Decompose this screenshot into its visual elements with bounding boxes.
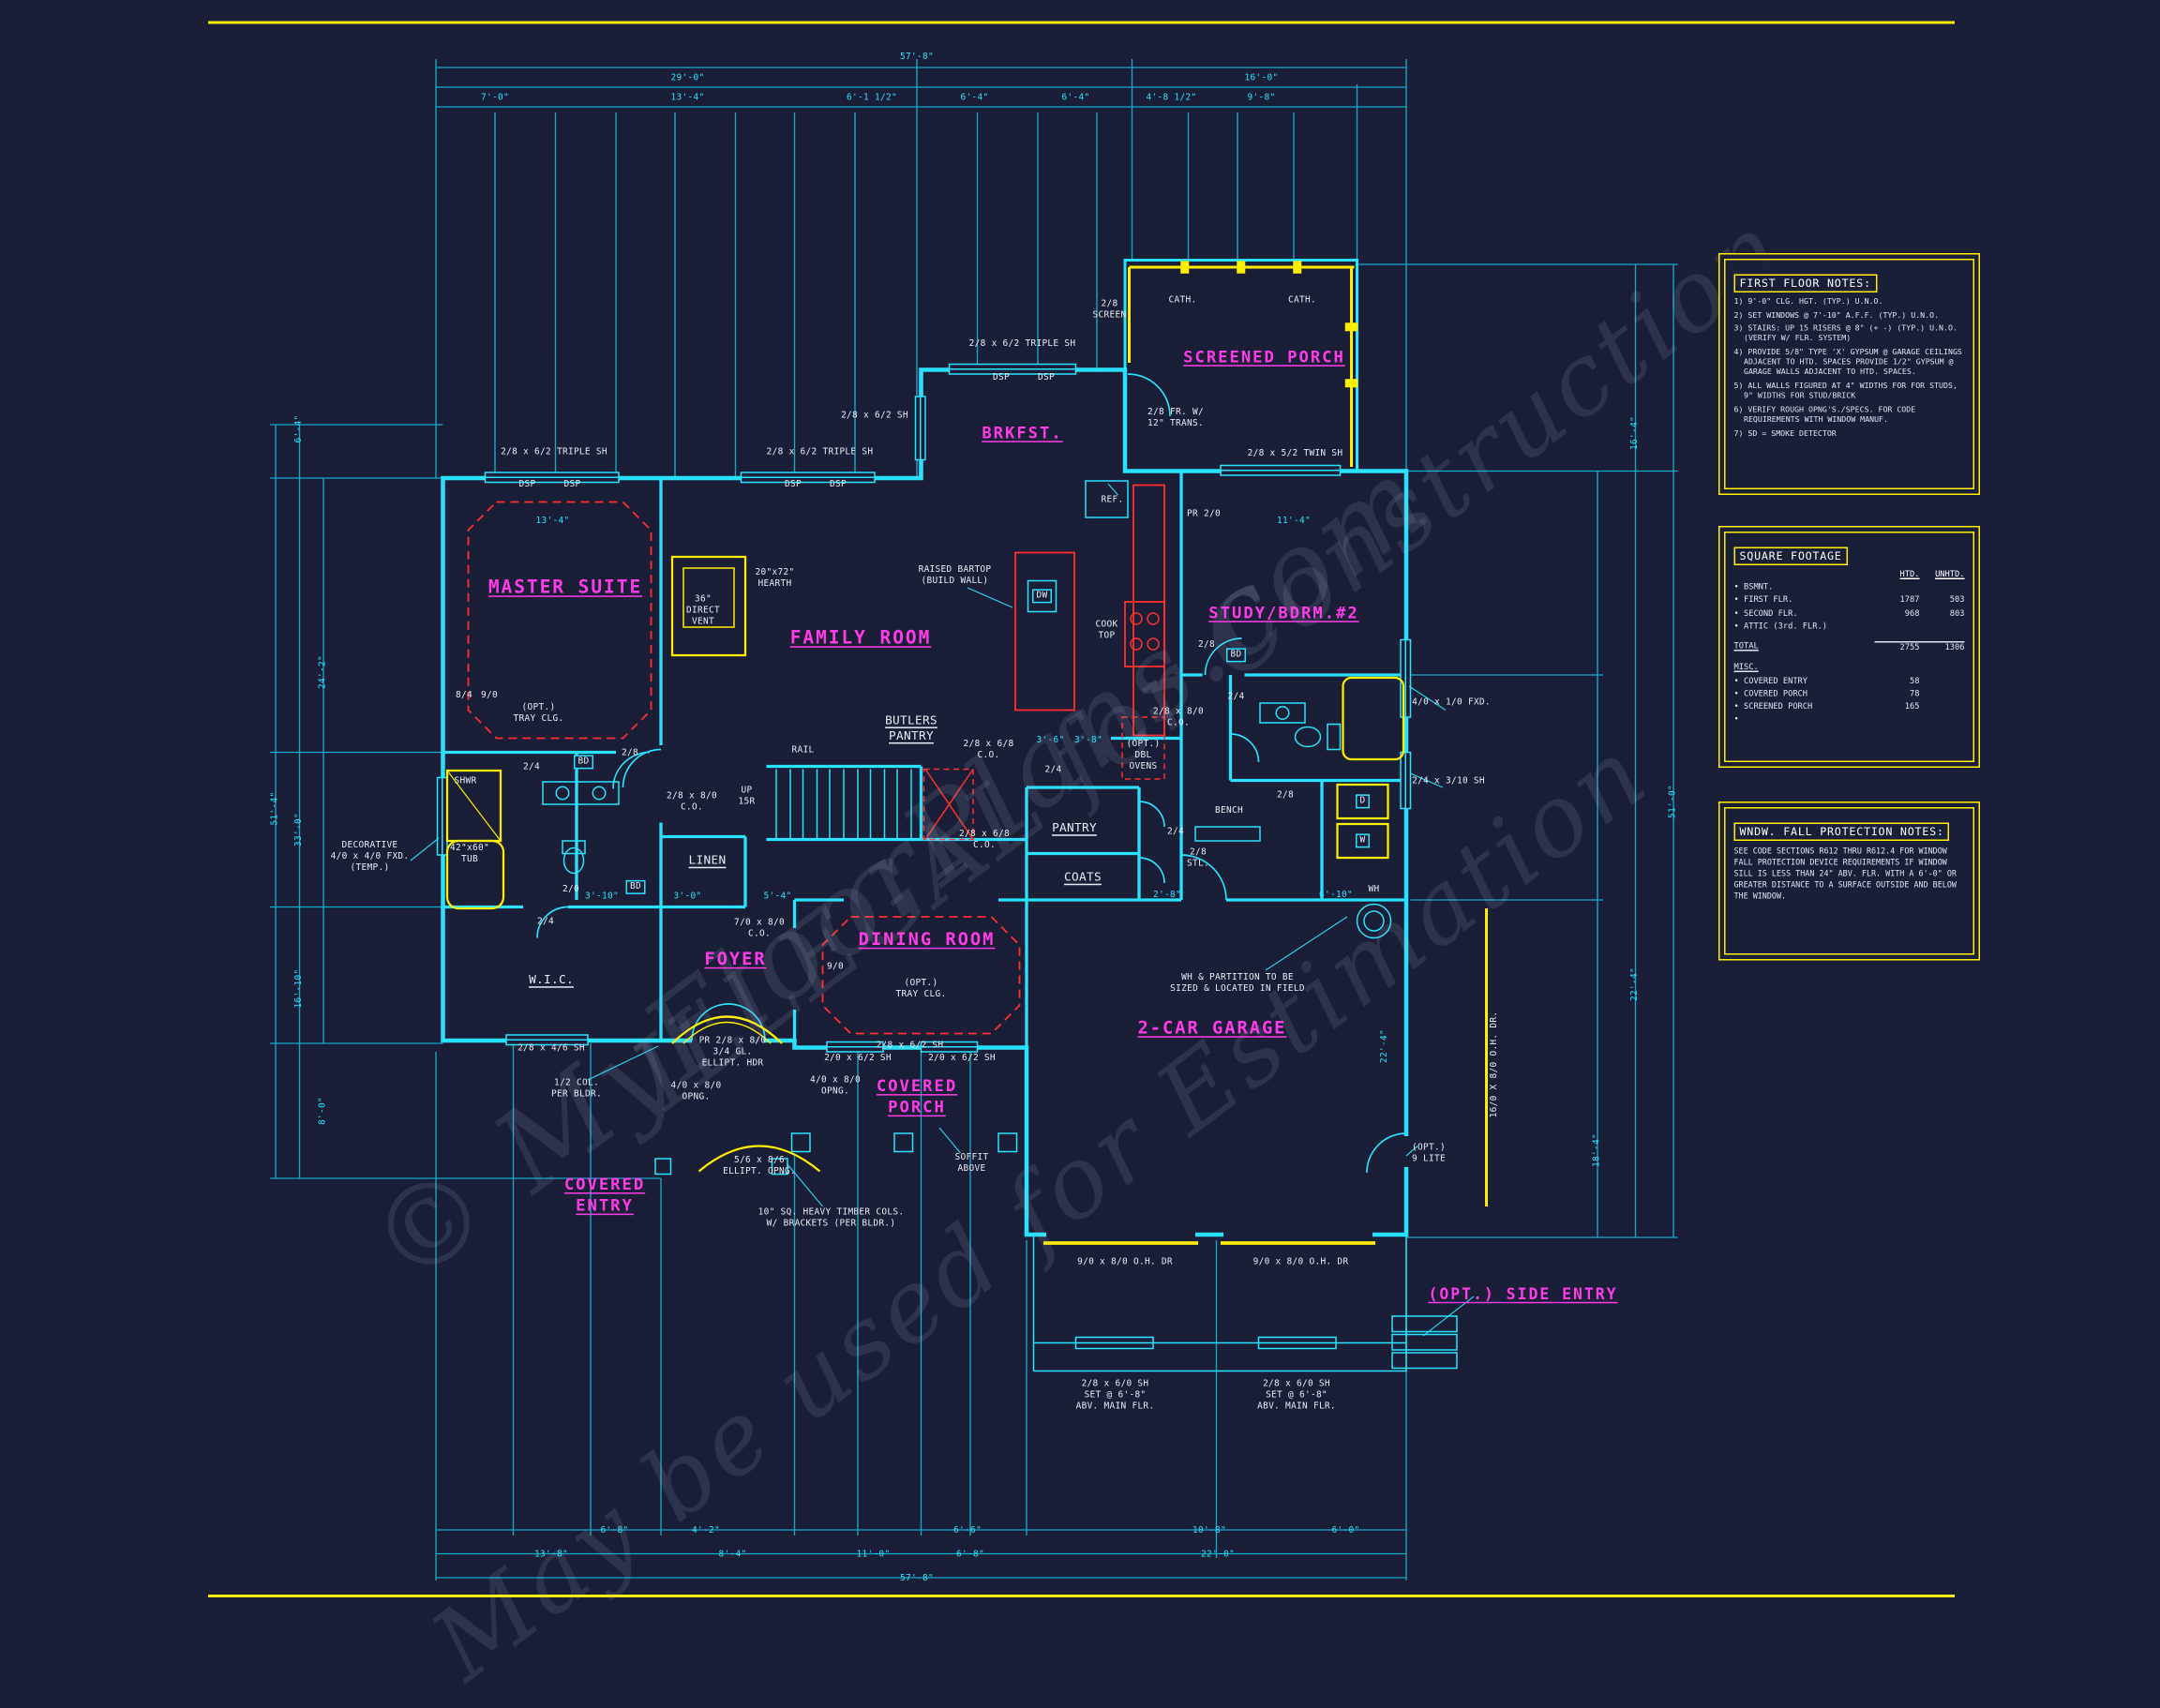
square-footage-row: [1734, 655, 1965, 663]
square-footage-row: • BSMNT.: [1733, 583, 1774, 592]
first-floor-note-item: 7) SD = SMOKE DETECTOR: [1733, 429, 1837, 439]
first-floor-notes-box: FIRST FLOOR NOTES: 1) 9'-0" CLG. HGT. (T…: [1718, 253, 1980, 495]
fixtures: [542, 480, 1458, 1372]
interior-walls: [442, 471, 1406, 1048]
first-floor-note-item: 6) VERIFY ROUGH OPNG'S./SPECS. FOR CODE …: [1733, 406, 1916, 425]
floor-plan-drawing: [208, 21, 1955, 1597]
wall-opening-cuts: [692, 1037, 1410, 1238]
first-floor-note-item: 1) 9'-0" CLG. HGT. (TYP.) U.N.O.: [1733, 298, 1883, 307]
square-footage-title: SQUARE FOOTAGE: [1733, 547, 1848, 565]
square-footage-row: [1734, 635, 1965, 642]
door-swing-arcs: [536, 373, 1407, 1174]
blueprint-page: { "colors":{"background":"#1a1f37","wall…: [208, 21, 1980, 1703]
first-floor-notes-inner: FIRST FLOOR NOTES: 1) 9'-0" CLG. HGT. (T…: [1724, 259, 1974, 489]
square-footage-col-unhtd: UNHTD.: [1935, 571, 1965, 579]
first-floor-notes-title: FIRST FLOOR NOTES:: [1733, 274, 1877, 292]
window-fall-protection-inner: WNDW. FALL PROTECTION NOTES: SEE CODE SE…: [1724, 807, 1974, 955]
first-floor-note-item: 4) PROVIDE 5/8" TYPE 'X' GYPSUM @ GARAGE…: [1733, 349, 1962, 378]
yellow-features: [445, 261, 1488, 1245]
first-floor-notes-list: 1) 9'-0" CLG. HGT. (TYP.) U.N.O. 2) SET W…: [1734, 298, 1965, 440]
square-footage-header: HTD. UNHTD.: [1734, 571, 1965, 579]
square-footage-row: • ATTIC (3rd. FLR.): [1733, 622, 1827, 632]
dimension-lines: [270, 59, 1678, 1581]
window-fall-protection-box: WNDW. FALL PROTECTION NOTES: SEE CODE SE…: [1718, 802, 1980, 961]
window-fall-protection-title: WNDW. FALL PROTECTION NOTES:: [1733, 822, 1950, 841]
first-floor-note-item: 3) STAIRS: UP 15 RISERS @ 8" (+ -) (TYP.…: [1733, 324, 1958, 344]
leader-lines: [410, 483, 1475, 1337]
first-floor-note-item: 2) SET WINDOWS @ 7'-10" A.F.F. (TYP.) U.…: [1733, 311, 1940, 321]
square-footage-col-htd: HTD.: [1899, 571, 1920, 579]
sheet-border-lines: [208, 21, 1955, 1597]
square-footage-box: SQUARE FOOTAGE HTD. UNHTD. • BSMNT. • FIR…: [1718, 526, 1980, 768]
first-floor-note-item: 5) ALL WALLS FIGURED AT 4" WIDTHS FOR FO…: [1733, 382, 1958, 401]
square-footage-row: •: [1733, 716, 1739, 726]
square-footage-inner: SQUARE FOOTAGE HTD. UNHTD. • BSMNT. • FIR…: [1724, 532, 1974, 762]
stair-treads: [775, 769, 912, 840]
red-features: [467, 484, 1165, 1035]
square-footage-row: MISC.: [1733, 664, 1759, 673]
window-fall-protection-body: SEE CODE SECTIONS R612 THRU R612.4 FOR W…: [1733, 847, 1957, 903]
windows: [436, 363, 1412, 1350]
